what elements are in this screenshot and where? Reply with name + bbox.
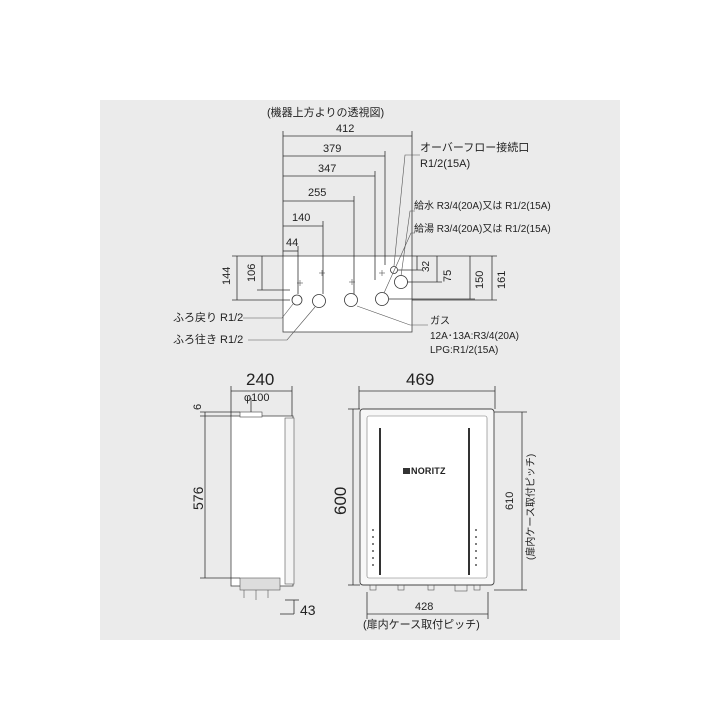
front-height: 600 xyxy=(331,486,350,515)
dim-379: 379 xyxy=(323,143,342,155)
dim-255: 255 xyxy=(308,187,327,199)
dim-144: 144 xyxy=(221,266,233,285)
top-view xyxy=(232,131,497,341)
bath-return-pipe xyxy=(291,294,303,306)
brand-logo: NORITZ xyxy=(411,466,446,476)
dim-347: 347 xyxy=(318,163,337,175)
dim-161: 161 xyxy=(496,270,508,289)
pitch-vertical: 610 xyxy=(504,491,516,510)
gas-label: ガス xyxy=(430,316,450,327)
bath-outgoing-label: ふろ往き R1/2 xyxy=(173,334,244,346)
front-view xyxy=(348,386,527,619)
top-gap: 6 xyxy=(192,403,204,410)
side-height: 576 xyxy=(190,486,206,510)
front-width: 469 xyxy=(406,370,435,389)
dim-106: 106 xyxy=(246,263,258,282)
mount-crosses xyxy=(297,270,385,286)
gas-lpg-label: LPG:R1/2(15A) xyxy=(430,345,499,356)
dim-412: 412 xyxy=(336,123,355,135)
leader-lines xyxy=(243,154,428,341)
bath-outgoing-pipe xyxy=(312,294,326,308)
bath-return-label: ふろ戻り R1/2 xyxy=(173,312,244,324)
exhaust-pipe xyxy=(239,411,263,418)
dim-150: 150 xyxy=(474,270,486,289)
water-supply-label: 給水 R3/4(20A)又は R1/2(15A) xyxy=(414,201,551,212)
top-view-caption: (機器上方よりの透視図) xyxy=(267,107,385,119)
overflow-size: R1/2(15A) xyxy=(420,158,471,170)
status-dots xyxy=(372,529,477,566)
side-dimension-lines xyxy=(200,386,299,615)
side-dimension-lines xyxy=(232,255,497,301)
dim-140: 140 xyxy=(292,212,311,224)
dim-75: 75 xyxy=(442,269,454,282)
pitch-vertical-label: (扉内ケース取付ピッチ) xyxy=(526,453,537,560)
pitch-horizontal-label: (扉内ケース取付ピッチ) xyxy=(363,619,480,631)
front-dimension-lines xyxy=(348,386,527,619)
front-bottom-fittings xyxy=(369,584,481,592)
pitch-horizontal: 428 xyxy=(415,601,434,613)
dim-32: 32 xyxy=(421,260,432,272)
front-door xyxy=(366,415,488,579)
hot-water-pipe xyxy=(375,292,389,306)
side-body xyxy=(230,415,294,587)
top-dimension-lines xyxy=(282,131,413,294)
side-front-panel xyxy=(284,417,295,585)
dim-44: 44 xyxy=(286,237,299,249)
side-bottom-fittings xyxy=(239,577,281,600)
gas-pipe xyxy=(344,293,358,307)
side-width: 240 xyxy=(246,370,275,389)
gas-city-label: 12A･13A:R3/4(20A) xyxy=(430,331,519,342)
water-supply-pipe xyxy=(394,275,408,289)
hot-water-label: 給湯 R3/4(20A)又は R1/2(15A) xyxy=(414,224,551,235)
side-view xyxy=(200,386,299,615)
noritz-logo-mark xyxy=(403,468,410,474)
overflow-pipe xyxy=(390,266,398,274)
pipe-diameter: φ100 xyxy=(244,392,270,404)
bottom-depth: 43 xyxy=(300,602,316,618)
overflow-label: オーバーフロー接続口 xyxy=(420,142,530,154)
